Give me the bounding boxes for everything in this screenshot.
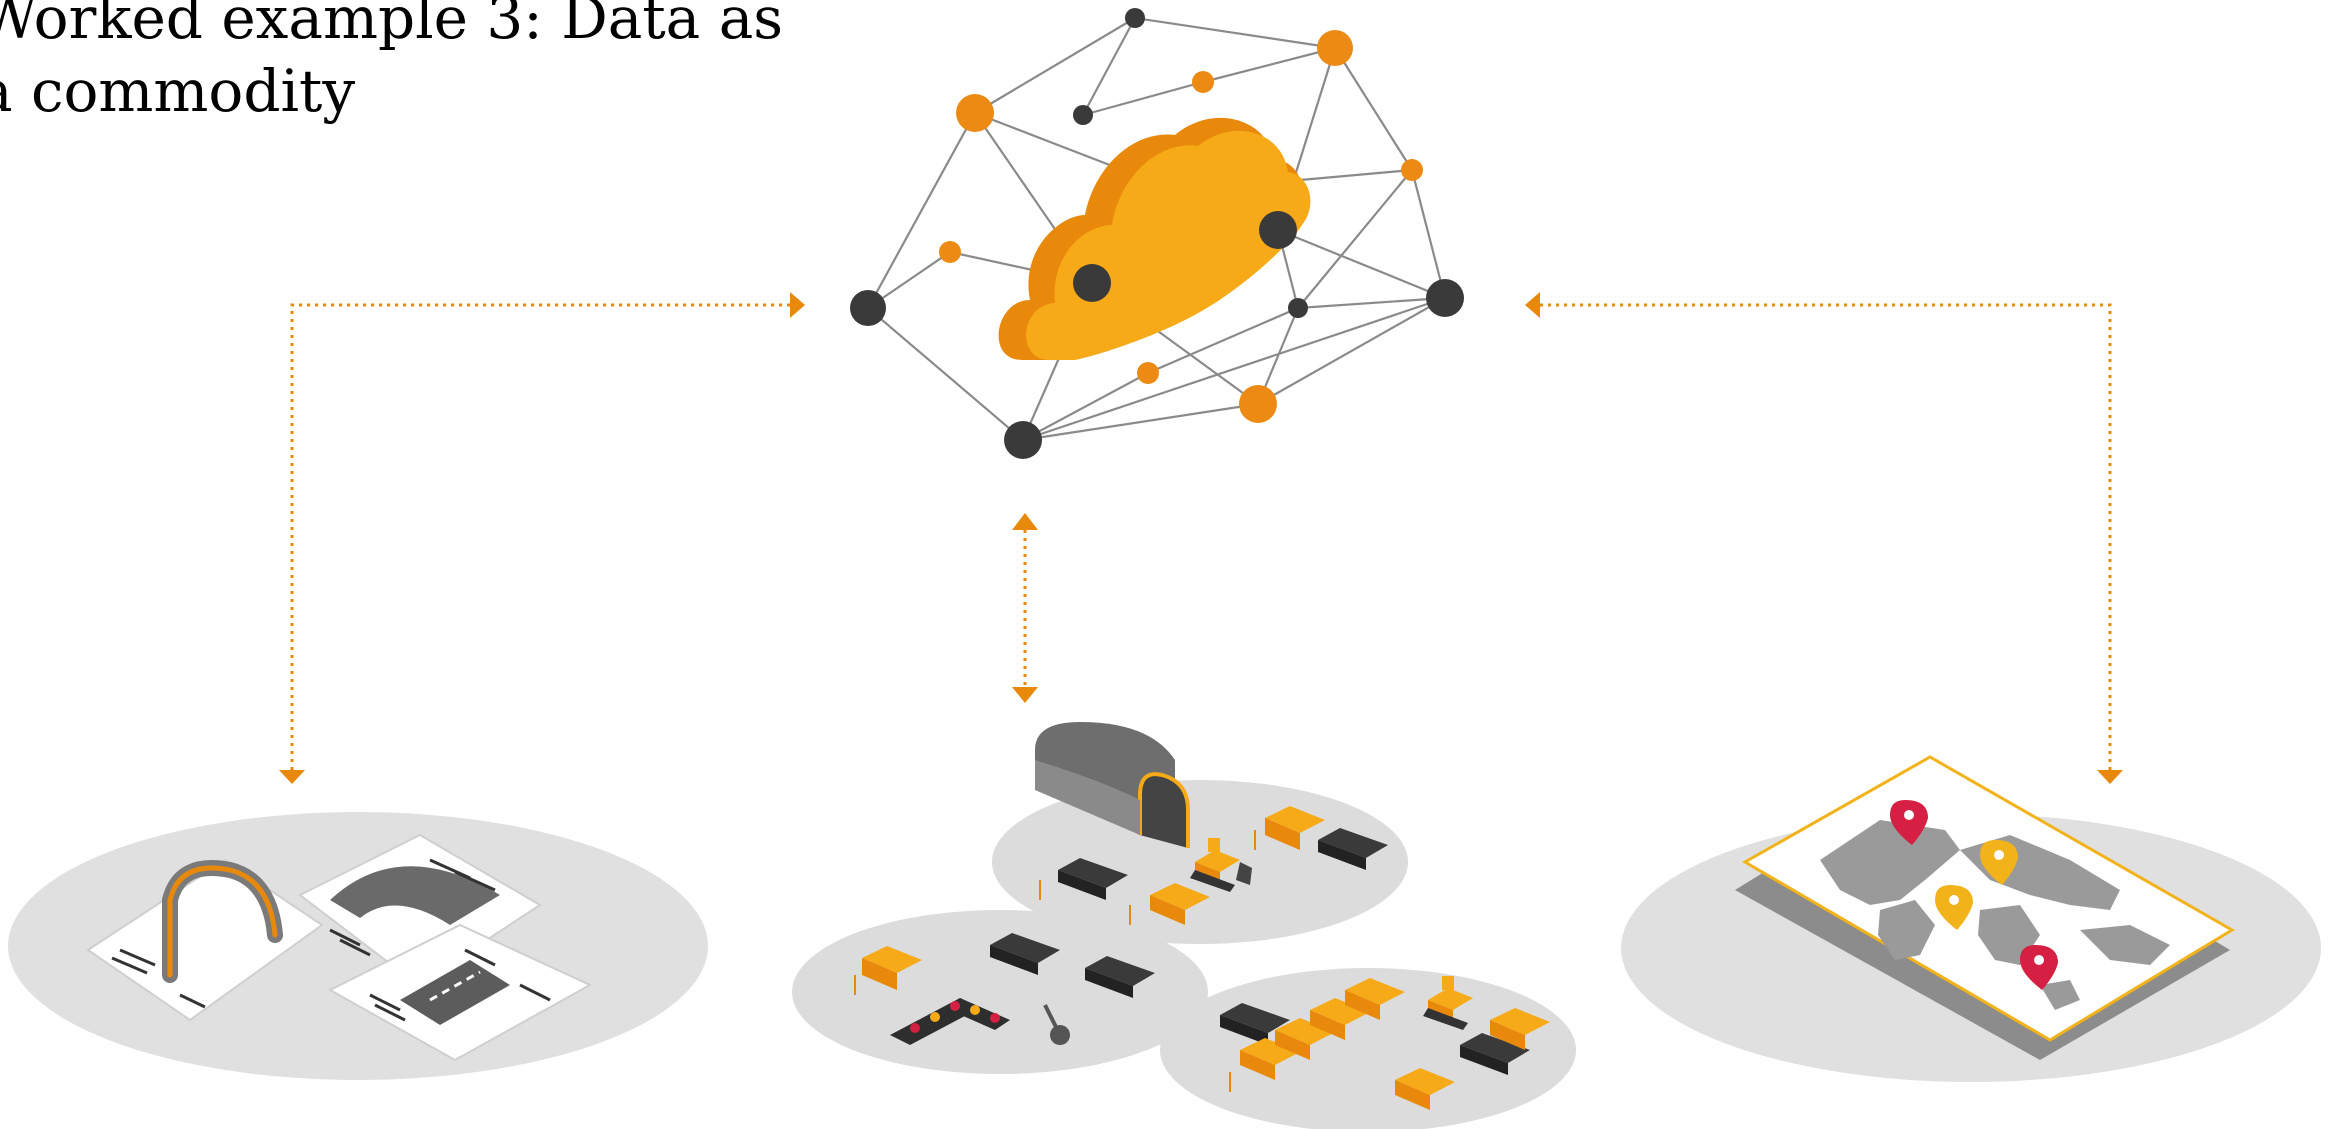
- map-pin-red-1: [1890, 800, 1928, 845]
- conveyor-machinery: [890, 998, 1070, 1045]
- site-fences: [854, 830, 1256, 1092]
- blueprint-sheet-tunnel: [86, 858, 324, 1022]
- arrowhead-left-top: [790, 292, 805, 318]
- arrowhead-center-top: [1012, 513, 1038, 530]
- bulldozer-2: [1423, 976, 1473, 1030]
- connector-right: [1540, 303, 2112, 770]
- tunnel-portal: [1035, 722, 1190, 848]
- cloud-shape: [998, 117, 1311, 361]
- map-pin-red-2: [2020, 945, 2058, 990]
- network-nodes: [850, 8, 1464, 459]
- material-stacks: [862, 806, 1550, 1110]
- map-sheet: [1741, 755, 2235, 1042]
- cloud-network-icon: [850, 8, 1464, 459]
- construction-site-icon: [792, 722, 1576, 1129]
- blueprint-documents-icon: [8, 812, 708, 1080]
- arrowhead-right-bottom: [2097, 770, 2123, 784]
- ground-center-right: [1160, 968, 1576, 1129]
- arrowhead-right-top: [1525, 292, 1540, 318]
- page-title: Worked example 3: Data as a commodity: [0, 0, 784, 125]
- map-pin-yellow-1: [1980, 840, 2018, 885]
- blueprint-sheet-road: [327, 923, 593, 1062]
- world-map-pins-icon: [1621, 755, 2321, 1082]
- blueprint-sheet-bridge: [298, 833, 542, 987]
- bulldozer-1: [1190, 838, 1252, 892]
- connector-left: [290, 303, 790, 770]
- arrowhead-left-bottom: [279, 770, 305, 784]
- arrowhead-center-bottom: [1012, 687, 1038, 703]
- map-pin-yellow-2: [1935, 885, 1973, 930]
